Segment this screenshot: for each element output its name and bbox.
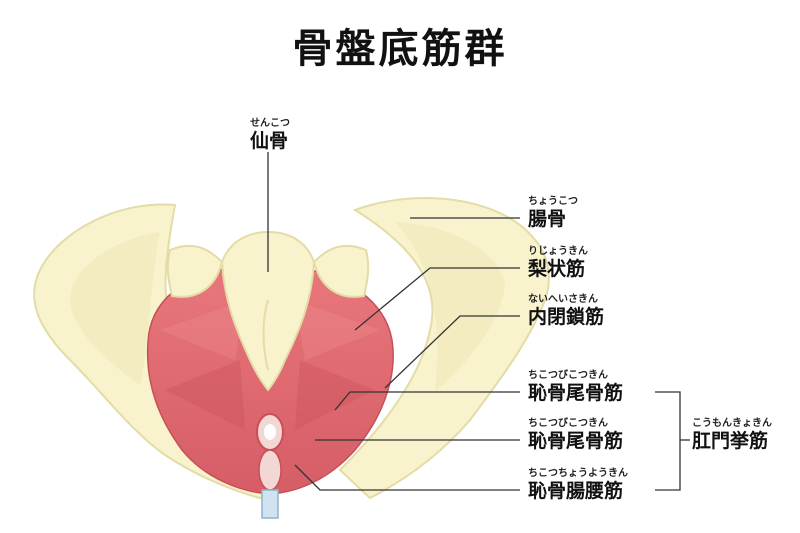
label-ilium-ruby: ちょうこつ [528,196,578,207]
vaginal-opening [258,449,282,491]
label-piriformis-ruby: りじょうきん [528,246,588,257]
label-ilium: ちょうこつ 腸骨 [528,196,578,230]
label-puborectalis-ruby: ちこつちょうようきん [528,468,628,479]
label-sacrum: せんこつ 仙骨 [250,118,290,152]
label-piriformis: りじょうきん 梨状筋 [528,246,588,280]
label-sacrum-text: 仙骨 [250,130,289,152]
label-obturator-ruby: ないへいさきん [528,294,598,305]
label-levator-ani-ruby: こうもんきょきん [692,418,772,429]
label-coccygeus-2-text: 恥骨尾骨筋 [528,430,624,452]
label-ilium-text: 腸骨 [528,208,567,230]
label-coccygeus-ruby: ちこつびこつきん [528,370,608,381]
leader-lines [267,152,690,491]
page-title: 骨盤底筋群 [292,26,508,72]
label-sacrum-ruby: せんこつ [250,118,290,129]
label-coccygeus-2: ちこつびこつきん 恥骨尾骨筋 [528,418,623,452]
anal-canal [261,489,279,519]
label-puborectalis: ちこつちょうようきん 恥骨腸腰筋 [528,468,628,502]
label-puborectalis-text: 恥骨腸腰筋 [528,480,624,502]
label-obturator: ないへいさきん 内閉鎖筋 [528,294,604,328]
label-obturator-text: 内閉鎖筋 [528,306,605,328]
label-coccygeus-text: 恥骨尾骨筋 [528,382,624,404]
label-coccygeus: ちこつびこつきん 恥骨尾骨筋 [528,370,623,404]
label-piriformis-text: 梨状筋 [528,258,586,280]
label-levator-ani-text: 肛門挙筋 [692,430,769,452]
label-levator-ani: こうもんきょきん 肛門挙筋 [692,418,772,452]
label-coccygeus-2-ruby: ちこつびこつきん [528,418,608,429]
